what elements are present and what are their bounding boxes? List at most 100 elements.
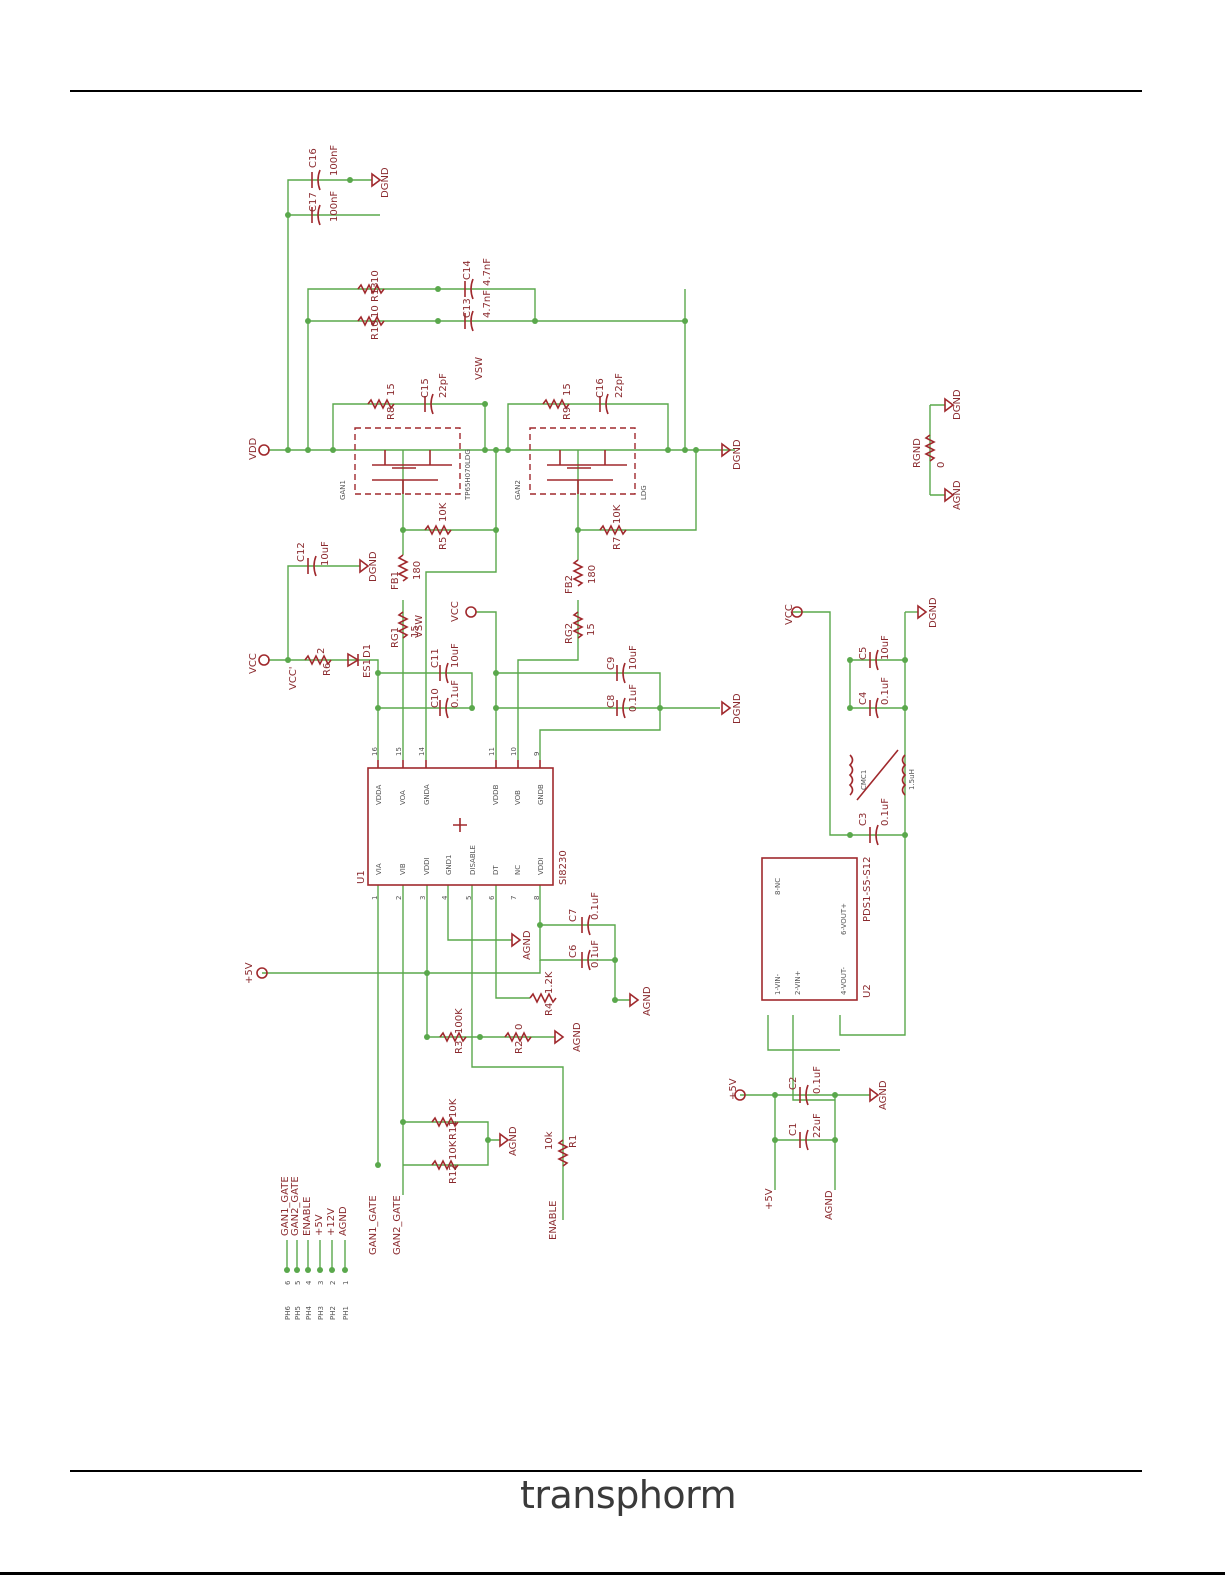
svg-text:3: 3 xyxy=(419,896,427,900)
svg-text:4: 4 xyxy=(441,895,449,900)
svg-text:15: 15 xyxy=(395,747,403,756)
val-c4: 0.1uF xyxy=(880,677,891,705)
val-d1: ES1 xyxy=(362,659,373,678)
svg-text:PH3: PH3 xyxy=(317,1306,325,1320)
svg-text:DT: DT xyxy=(492,865,500,875)
ref-c16: C16 xyxy=(308,148,319,168)
val-r8: 15 xyxy=(386,383,397,396)
svg-text:VDDI: VDDI xyxy=(537,857,545,875)
ref-fb2: FB2 xyxy=(564,575,575,594)
svg-text:8: 8 xyxy=(533,896,541,900)
resistor-symbols xyxy=(304,283,936,1171)
label-dgnd-6: DGND xyxy=(952,389,963,420)
label-enable: ENABLE xyxy=(548,1201,559,1240)
label-dgnd-5: DGND xyxy=(928,597,939,628)
svg-text:+12V: +12V xyxy=(326,1208,337,1236)
ref-c16b: C16 xyxy=(595,378,606,398)
label-vsw-2: VSW xyxy=(414,615,425,638)
svg-text:VIA: VIA xyxy=(375,863,383,875)
val-r10: 10 xyxy=(370,305,381,318)
svg-text:8-NC: 8-NC xyxy=(774,878,782,895)
val-r1: 10k xyxy=(544,1131,555,1150)
svg-text:6: 6 xyxy=(284,1280,292,1285)
ref-r8: R8 xyxy=(386,407,397,420)
ref-c5: C5 xyxy=(858,647,869,660)
val-c16b: 22pF xyxy=(614,373,625,398)
val-u2: PDS1-S5-S12 xyxy=(862,857,873,922)
svg-text:4: 4 xyxy=(305,1280,313,1285)
svg-text:GNDA: GNDA xyxy=(423,784,431,805)
svg-text:9: 9 xyxy=(533,752,541,756)
svg-text:VDDB: VDDB xyxy=(492,784,500,805)
svg-text:ENABLE: ENABLE xyxy=(302,1197,313,1236)
label-vccp: VCC' xyxy=(288,666,299,690)
ref-u2: U2 xyxy=(862,984,873,998)
ref-r7: R7 xyxy=(612,537,623,550)
label-agnd-1: AGND xyxy=(522,930,533,960)
svg-text:PH6: PH6 xyxy=(284,1306,292,1320)
svg-text:+5V: +5V xyxy=(314,1214,325,1236)
val-c2: 0.1uF xyxy=(812,1066,823,1094)
ref-r11: R11 xyxy=(448,1120,459,1140)
val-rg1: 15 xyxy=(410,625,421,638)
val-c17: 100nF xyxy=(329,191,340,222)
svg-text:PH2: PH2 xyxy=(329,1306,337,1320)
ref-r6: R6 xyxy=(322,663,333,676)
capacitor-symbols xyxy=(307,169,879,1151)
svg-text:PH1: PH1 xyxy=(342,1306,350,1320)
svg-text:6: 6 xyxy=(488,895,496,900)
ref-r4: R4 xyxy=(544,1003,555,1016)
ref-r13: R13 xyxy=(370,282,381,302)
val-r11: 10K xyxy=(448,1098,459,1118)
val-c1: 22uF xyxy=(812,1113,823,1138)
label-agnd-3: AGND xyxy=(572,1022,583,1052)
page-bottom-border xyxy=(0,1572,1225,1575)
val-c10: 0.1uF xyxy=(450,680,461,708)
val-r5: 10K xyxy=(438,502,449,522)
label-vcc-2: VCC xyxy=(450,601,461,622)
label-agnd-port: AGND xyxy=(824,1190,835,1220)
svg-text:GND1: GND1 xyxy=(445,854,453,875)
ref-c8: C8 xyxy=(606,695,617,708)
ref-gan2: GAN2 xyxy=(514,480,522,500)
ref-c1: C1 xyxy=(788,1123,799,1136)
label-agnd-2: AGND xyxy=(642,986,653,1016)
svg-text:PH5: PH5 xyxy=(294,1306,302,1320)
svg-text:VDDI: VDDI xyxy=(423,857,431,875)
val-c8: 0.1uF xyxy=(628,684,639,712)
footer-rule xyxy=(70,1470,1142,1472)
svg-text:2: 2 xyxy=(395,896,403,900)
val-c3: 0.1uF xyxy=(880,798,891,826)
ref-r3: R3 xyxy=(454,1041,465,1054)
val-r7: 10K xyxy=(612,504,623,524)
val-r13: 10 xyxy=(370,270,381,283)
ref-c2: C2 xyxy=(788,1077,799,1090)
val-r6: 2 xyxy=(316,648,327,654)
label-agnd-4: AGND xyxy=(508,1126,519,1156)
val-fb1: 180 xyxy=(412,561,423,580)
ref-r12: R12 xyxy=(448,1164,459,1184)
val-r3: 100K xyxy=(454,1008,465,1034)
ref-c11: C11 xyxy=(430,648,441,668)
label-rgnd-val: 0 xyxy=(936,462,947,468)
ref-c6: C6 xyxy=(568,945,579,958)
net-labels: VDD DGND VSW DGND DGND VCC VCC' VCC VSW … xyxy=(244,167,963,1255)
ref-gan1: GAN1 xyxy=(339,480,347,500)
ref-c14: C14 xyxy=(462,260,473,280)
label-agnd-5: AGND xyxy=(878,1080,889,1110)
svg-text:GAN2_GATE: GAN2_GATE xyxy=(290,1176,301,1236)
val-c12: 10uF xyxy=(320,541,331,566)
ref-c12: C12 xyxy=(296,542,307,562)
val-r12: 10K xyxy=(448,1140,459,1160)
ref-c17: C17 xyxy=(308,192,319,212)
label-vcc-1: VCC xyxy=(248,653,259,674)
val-c14: 4.7nF xyxy=(482,258,493,286)
val-cmc1: 1.5uH xyxy=(908,769,916,790)
ref-c10: C10 xyxy=(430,688,441,708)
u1-pin-labels: VIA VIB VDDI GND1 DISABLE DT NC VDDI VDD… xyxy=(371,747,545,900)
label-rgnd: RGND xyxy=(912,438,923,468)
junctions xyxy=(284,177,908,1273)
label-agnd-6: AGND xyxy=(952,480,963,510)
svg-text:1-VIN-: 1-VIN- xyxy=(774,973,782,995)
